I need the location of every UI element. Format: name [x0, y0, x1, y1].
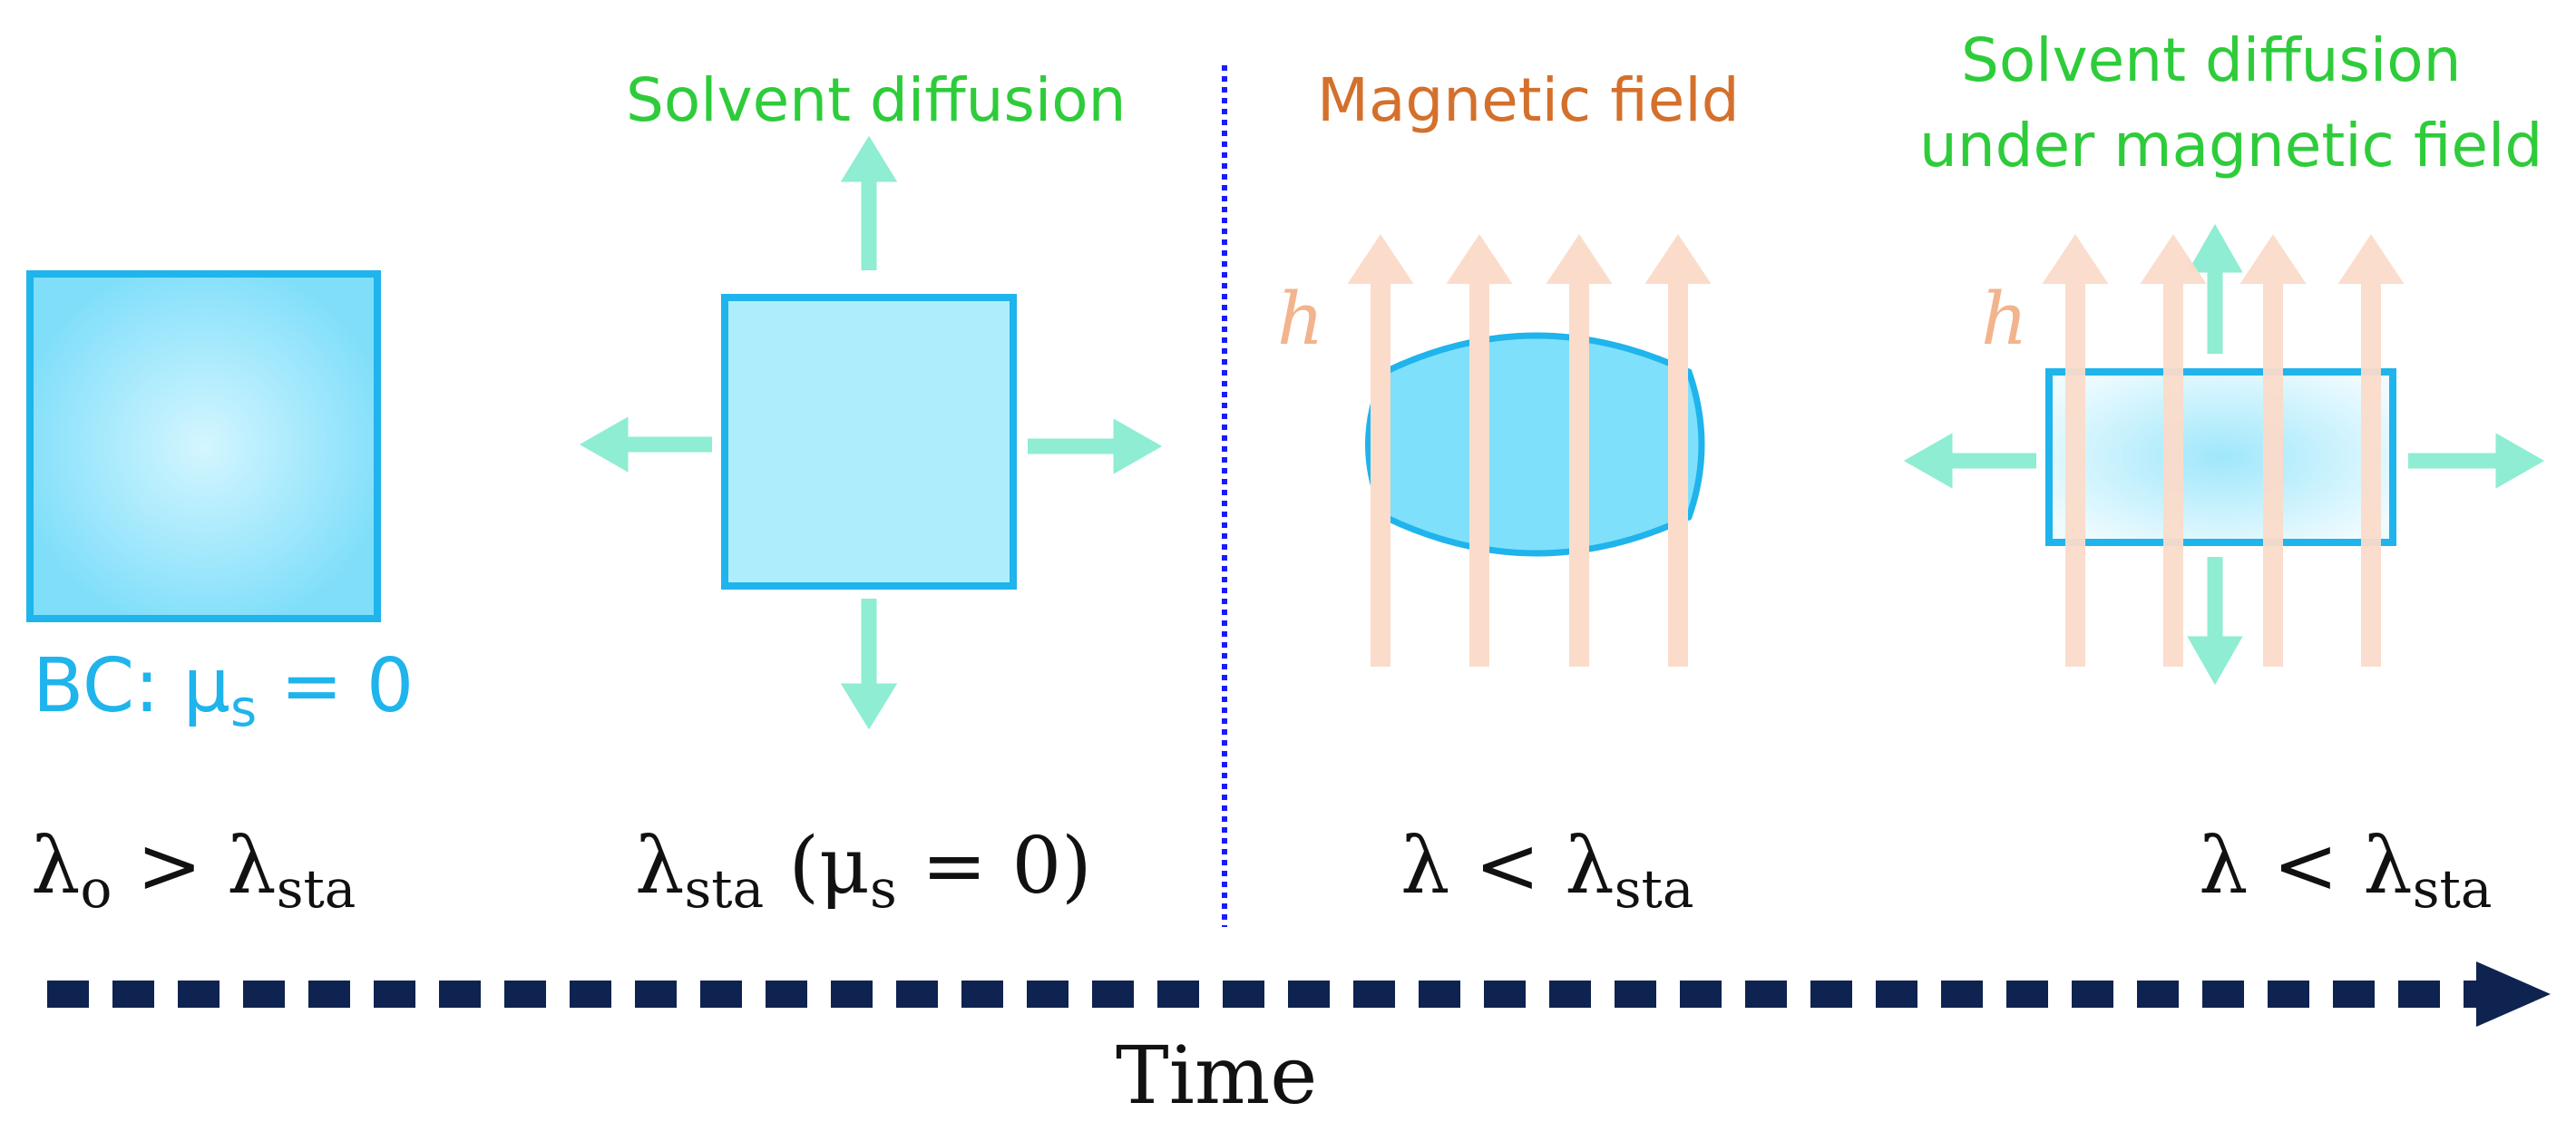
boundary-condition-label: BC: μs = 0	[33, 649, 414, 735]
initial-gel-square	[26, 270, 381, 622]
stage4-field-arrows	[2042, 234, 2405, 667]
bc-subscript: s	[229, 679, 258, 738]
elongated-gel-rect	[2045, 368, 2396, 546]
solvent-diffusion-mf-label-line1: Solvent diffusion	[1961, 25, 2462, 95]
magnetic-field-arrows	[1347, 234, 1712, 667]
stage4-lambda-label: λ < λsta	[2199, 821, 2493, 920]
field-h-label-stage3: h	[1277, 277, 1324, 361]
solvent-diffusion-label: Solvent diffusion	[626, 65, 1127, 135]
stage4-diffusion-arrows	[1903, 223, 2545, 686]
bc-prefix: BC: μ	[33, 643, 230, 729]
stage2-lambda-label: λsta (μs = 0)	[635, 821, 1092, 920]
solvent-diffusion-mf-label-line2: under magnetic field	[1919, 111, 2543, 181]
solvent-diffusion-arrows	[579, 135, 1163, 730]
diffused-gel-square	[721, 294, 1017, 590]
magnetic-gel-shape	[1365, 332, 1705, 557]
stage1-lambda-label: λo > λsta	[31, 821, 356, 920]
time-axis-label: Time	[1116, 1029, 1318, 1122]
stage3-lambda-label: λ < λsta	[1400, 821, 1694, 920]
bc-suffix: = 0	[257, 643, 415, 729]
field-h-label-stage4: h	[1981, 277, 2028, 361]
time-arrowhead	[2476, 961, 2551, 1027]
magnetic-field-label: Magnetic field	[1317, 65, 1740, 135]
